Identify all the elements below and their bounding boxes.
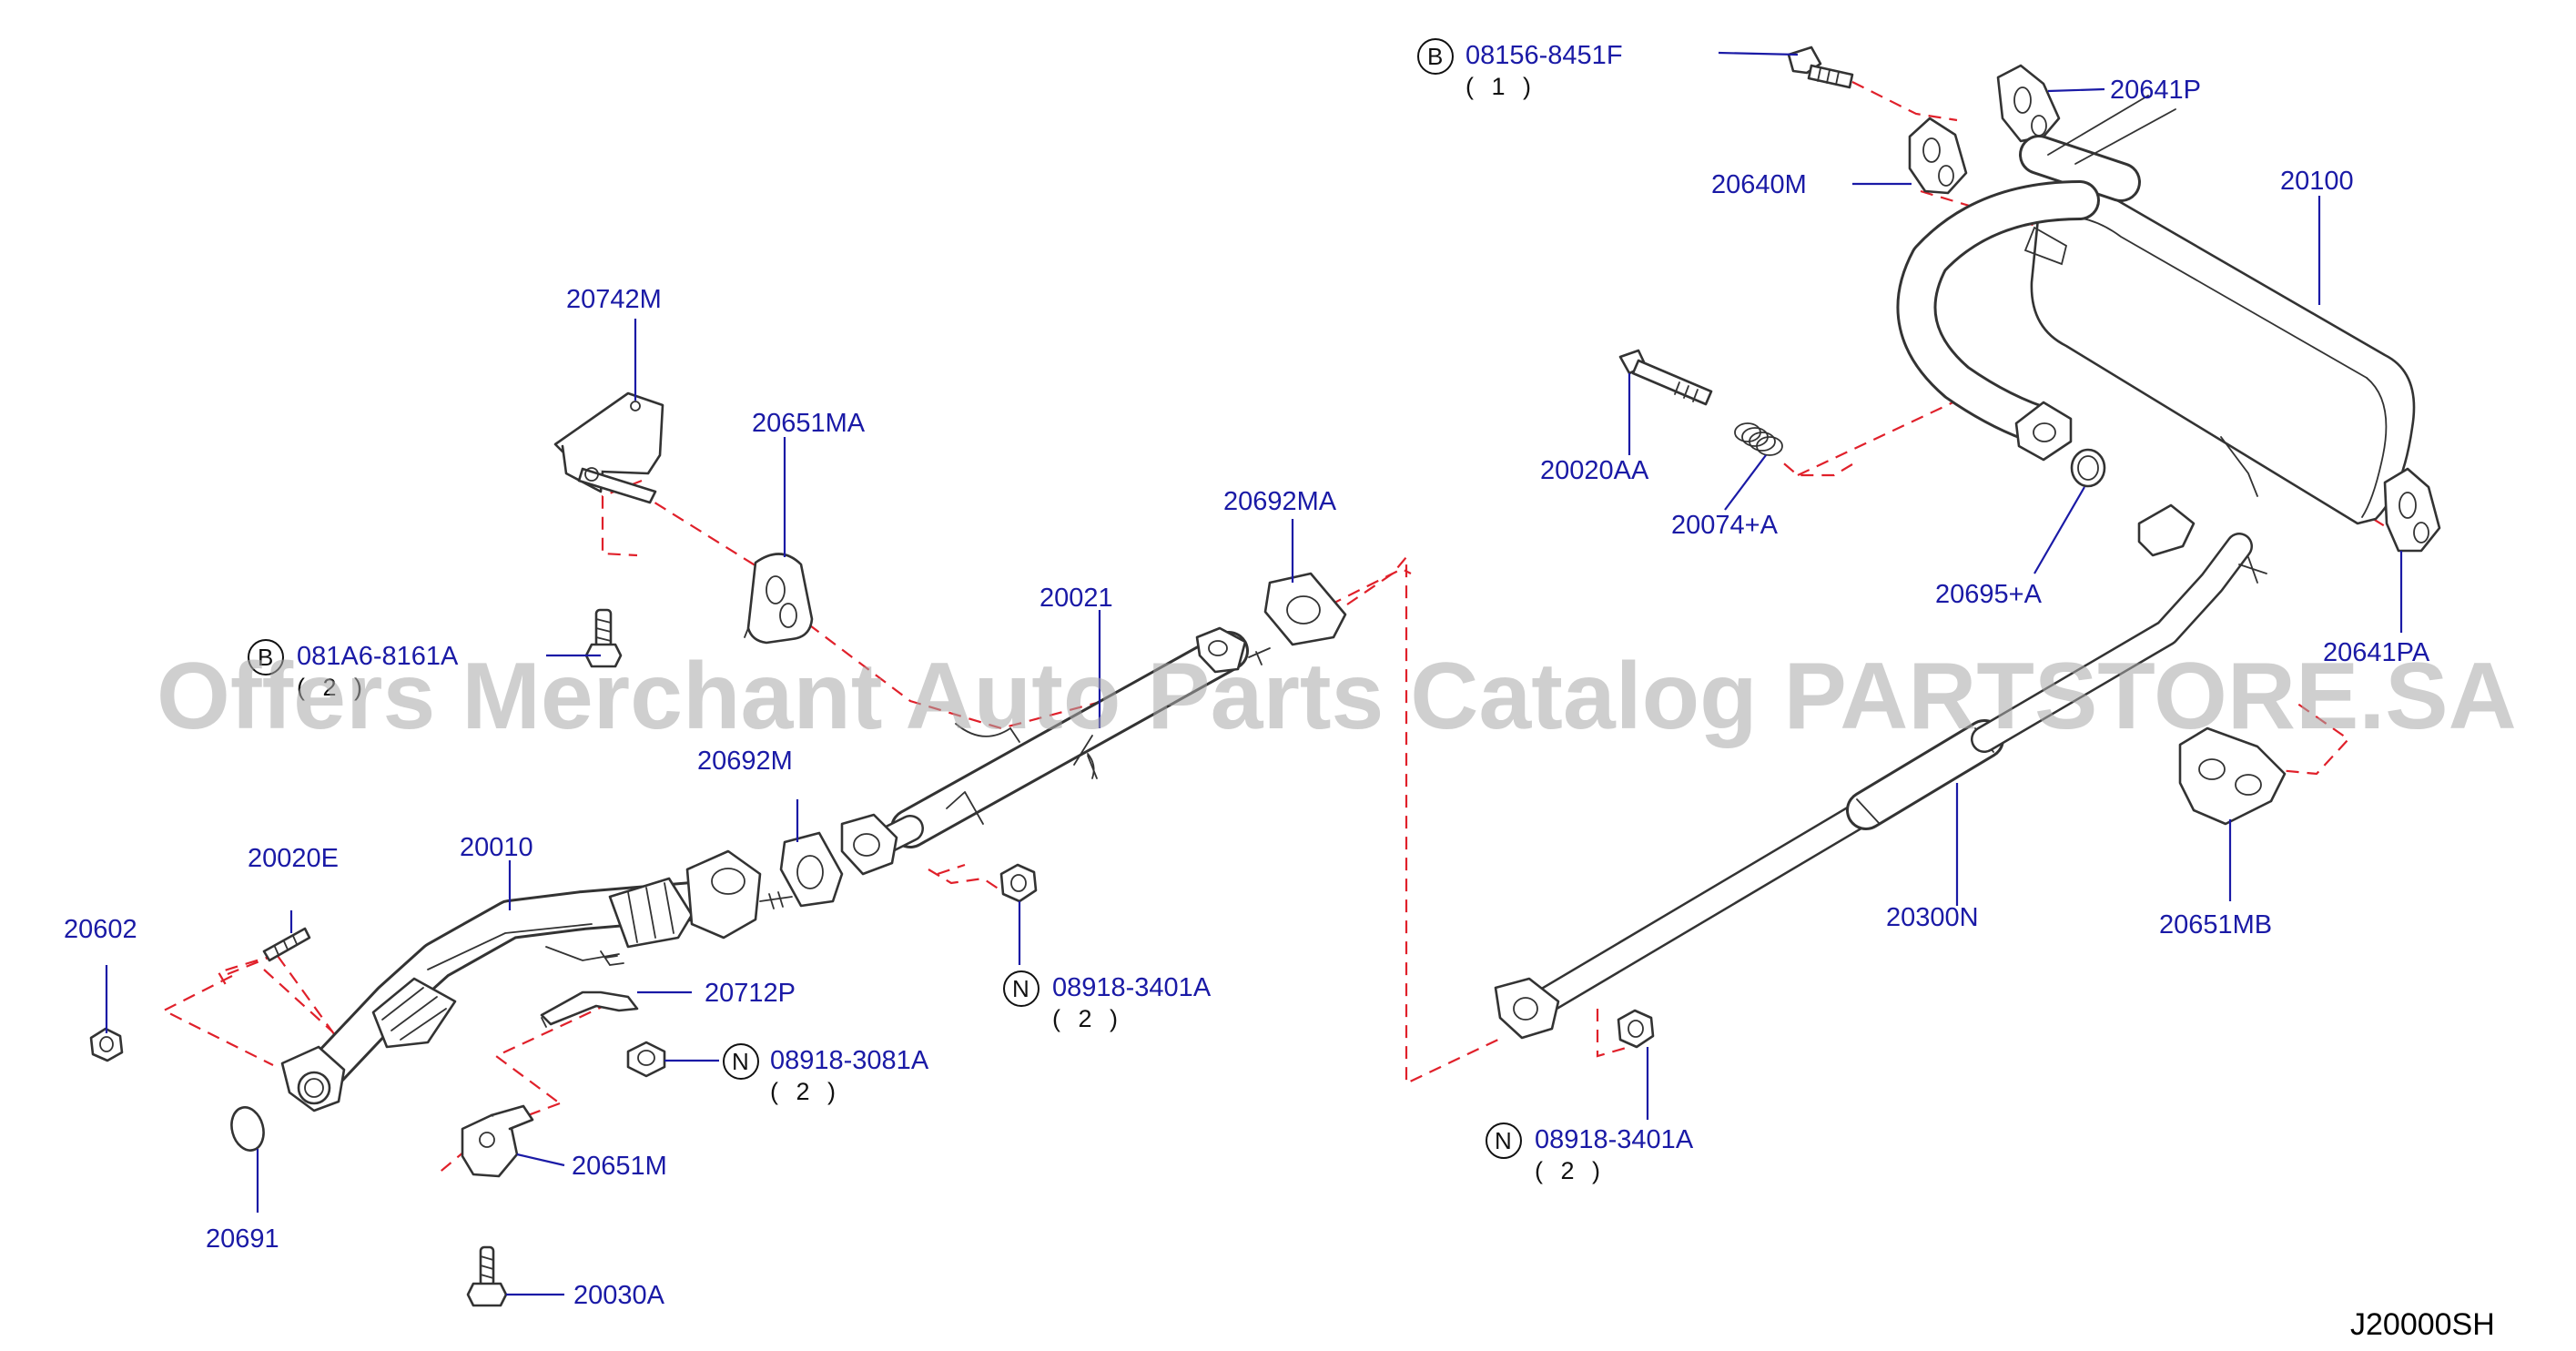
nut-08918-3401a-center [999,863,1038,903]
label-20692m[interactable]: 20692M [697,747,793,776]
label-20691[interactable]: 20691 [206,1224,279,1254]
gasket-20692m [779,831,844,908]
bracket-20742m [553,391,664,504]
leader-lines [105,51,2403,1296]
callout-letter: N [1012,975,1029,1002]
mount-20641p [1996,64,2061,143]
qty-08156-8451f: ( 1 ) [1465,73,1536,100]
label-20640m[interactable]: 20640M [1711,170,1807,199]
pipe-20300n [1494,503,2267,1040]
label-20712p[interactable]: 20712P [705,979,796,1008]
hanger-20651ma [744,553,814,645]
spring-20074a [1734,422,1783,456]
qty-08918-3081a: ( 2 ) [770,1078,841,1105]
pipe-20021 [840,626,1271,876]
part-labels: 20742M 20651MA 20021 20692MA 20692M 2001… [64,76,2430,1310]
pipe-20010 [280,849,793,1112]
parts-line-art [89,46,2441,1307]
label-20602[interactable]: 20602 [64,915,137,944]
stud-20020aa [1618,349,1713,406]
callout-nut-n-center: N 08918-3401A ( 2 ) [1003,970,1212,1032]
label-081a6-8161a[interactable]: 081A6-8161A [297,642,459,671]
label-20021[interactable]: 20021 [1040,584,1113,613]
ring-20691 [230,1106,265,1152]
qty-08918-3401a-center: ( 2 ) [1052,1005,1123,1032]
nut-08918-3081a [626,1041,666,1078]
stud-20020e [262,927,311,962]
nut-20602 [89,1027,124,1062]
gasket-20692ma [1263,572,1347,646]
callout-bolt-b-lower: B 081A6-8161A ( 2 ) [248,639,459,701]
mount-20641pa [2383,467,2441,553]
callout-letter: B [258,644,273,671]
label-08156-8451f[interactable]: 08156-8451F [1465,41,1623,70]
callout-letter: N [732,1048,749,1075]
watermark-text: Offers Merchant Auto Parts Catalog PARTS… [157,644,2517,749]
seal-20695a [2070,448,2106,488]
label-20300n[interactable]: 20300N [1886,903,1979,932]
callout-bolt-b-upper: B 08156-8451F ( 1 ) [1417,38,1623,100]
label-20020aa[interactable]: 20020AA [1540,456,1649,485]
bolt-08156-8451f [1787,46,1854,89]
label-20742m[interactable]: 20742M [566,285,662,314]
bolt-20030a [466,1245,508,1307]
label-20100[interactable]: 20100 [2280,167,2354,196]
qty-081a6-8161a: ( 2 ) [297,674,368,701]
diagram-code: J20000SH [2350,1307,2495,1342]
label-20651ma[interactable]: 20651MA [752,409,866,438]
mount-20640m [1908,117,1968,195]
muffler-20100 [1896,95,2416,525]
callout-nut-n-left: N 08918-3081A ( 2 ) [723,1043,929,1105]
label-20692ma[interactable]: 20692MA [1223,487,1337,516]
label-20651mb[interactable]: 20651MB [2159,910,2272,940]
qty-08918-3401a-right: ( 2 ) [1535,1157,1606,1184]
label-20651m[interactable]: 20651M [572,1152,667,1181]
label-20641p[interactable]: 20641P [2110,76,2201,105]
hanger-20651m [461,1104,534,1178]
clip-20712p [540,950,639,1028]
label-20695a[interactable]: 20695+A [1935,580,2043,609]
mount-20651mb [2178,726,2287,826]
callout-letter: B [1427,43,1443,70]
label-08918-3401a-center[interactable]: 08918-3401A [1052,973,1212,1002]
label-20030a[interactable]: 20030A [573,1281,665,1310]
label-20074a[interactable]: 20074+A [1671,511,1779,540]
nut-08918-3401a-right [1617,1009,1655,1049]
label-20020e[interactable]: 20020E [248,844,339,873]
callout-letter: N [1495,1127,1512,1154]
label-08918-3401a-right[interactable]: 08918-3401A [1535,1125,1694,1154]
label-20010[interactable]: 20010 [460,833,533,862]
label-20641pa[interactable]: 20641PA [2323,638,2430,667]
callout-nut-n-right: N 08918-3401A ( 2 ) [1486,1122,1694,1184]
label-08918-3081a[interactable]: 08918-3081A [770,1046,929,1075]
